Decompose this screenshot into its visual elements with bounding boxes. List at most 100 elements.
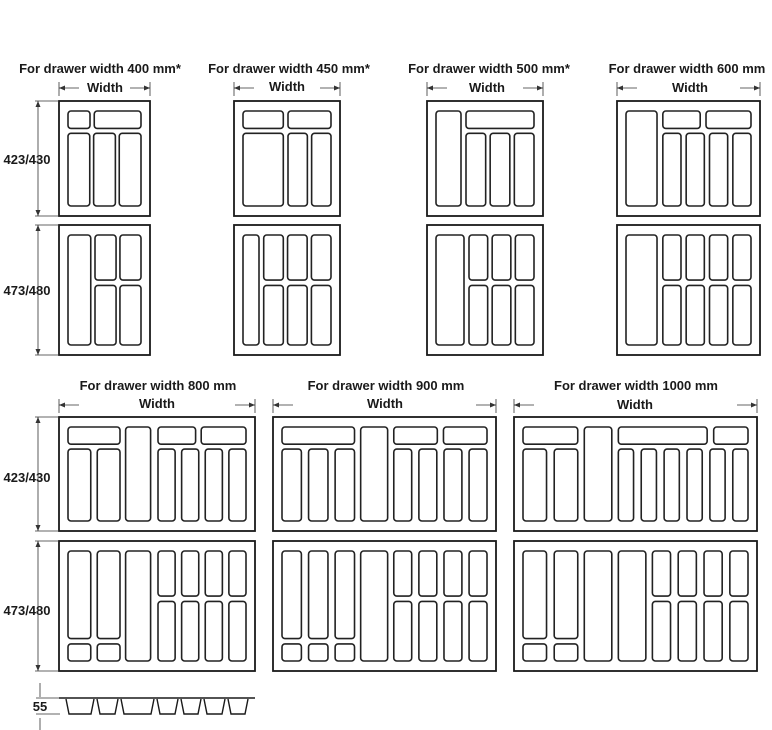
compartment [553,550,579,640]
tray-400u [58,100,151,217]
compartment [435,234,465,346]
compartment [228,600,247,662]
tray-800u [58,416,256,532]
tray-side-profile [36,683,255,730]
compartment [729,600,749,662]
compartment [334,643,356,662]
compartment [334,448,356,522]
arrowhead-icon [35,349,41,355]
title-600: For drawer width 600 mm [609,61,766,76]
width-label-1000: Width [617,397,653,412]
compartment [491,284,512,346]
arrowhead-icon [59,85,65,91]
compartment [703,550,723,597]
height-label: 55 [33,699,47,714]
compartment [96,448,121,522]
depth-dimension-short-bottom [35,416,58,532]
compartment [553,448,579,522]
compartment [242,132,285,207]
compartment [281,426,356,446]
compartment [662,284,682,346]
compartment [522,426,579,446]
compartment [96,550,121,640]
width-label-900: Width [367,396,403,411]
profile-compartment [203,698,226,715]
compartment [468,550,488,597]
compartment [418,550,438,597]
compartment [286,234,308,281]
compartment [705,110,752,130]
compartment [92,132,117,207]
compartment [465,110,535,130]
width-label-800: Width [139,396,175,411]
compartment [228,448,247,522]
depth-label-short-top: 423/430 [4,152,51,167]
arrowhead-icon [35,210,41,216]
width-dimension-400 [58,82,151,96]
compartment [67,234,92,346]
compartment [307,643,329,662]
compartment [442,426,488,446]
arrowhead-icon [754,85,760,91]
compartment [157,448,176,522]
compartment [731,448,749,522]
arrowhead-icon [249,402,255,408]
compartment [712,426,749,446]
compartment [708,132,729,207]
compartment [443,550,463,597]
compartment [443,448,463,522]
tray-500u [426,100,544,217]
compartment [617,448,635,522]
tray-900l [272,540,497,672]
title-400: For drawer width 400 mm* [19,61,182,76]
arrowhead-icon [537,85,543,91]
arrowhead-icon [490,402,496,408]
tray-400l [58,224,151,356]
arrowhead-icon [427,85,433,91]
compartment [732,284,752,346]
compartment [617,550,647,662]
compartment [157,426,197,446]
arrowhead-icon [144,85,150,91]
compartment [67,110,91,130]
compartment [94,234,117,281]
compartment [392,426,439,446]
compartment [489,132,511,207]
compartment [617,426,708,446]
arrowhead-icon [35,525,41,531]
compartment [513,132,535,207]
tray-450u [233,100,341,217]
tray-1000l [513,540,758,672]
width-dimension-500 [426,82,544,96]
profile-compartment [65,698,95,715]
arrowhead-icon [35,225,41,231]
tray-450l [233,224,341,356]
compartment [663,448,681,522]
compartment [96,643,121,662]
compartment [392,550,413,597]
profile-compartment [96,698,119,715]
compartment [553,643,579,662]
depth-label-long-top: 473/480 [4,283,51,298]
arrowhead-icon [59,402,65,408]
compartment [522,550,548,640]
compartment [468,600,488,662]
compartment [625,110,658,207]
width-dimension-800 [58,399,256,413]
compartment [732,132,752,207]
width-label-600: Width [672,80,708,95]
compartment [310,132,332,207]
compartment [67,448,92,522]
compartment [287,132,309,207]
width-dimension-450 [233,82,341,96]
compartment [685,284,706,346]
title-500: For drawer width 500 mm* [408,61,571,76]
arrowhead-icon [35,541,41,547]
tray-500l [426,224,544,356]
profile-compartment [180,698,202,715]
compartment [242,110,285,130]
tray-600u [616,100,761,217]
compartment [640,448,658,522]
compartment [281,643,303,662]
